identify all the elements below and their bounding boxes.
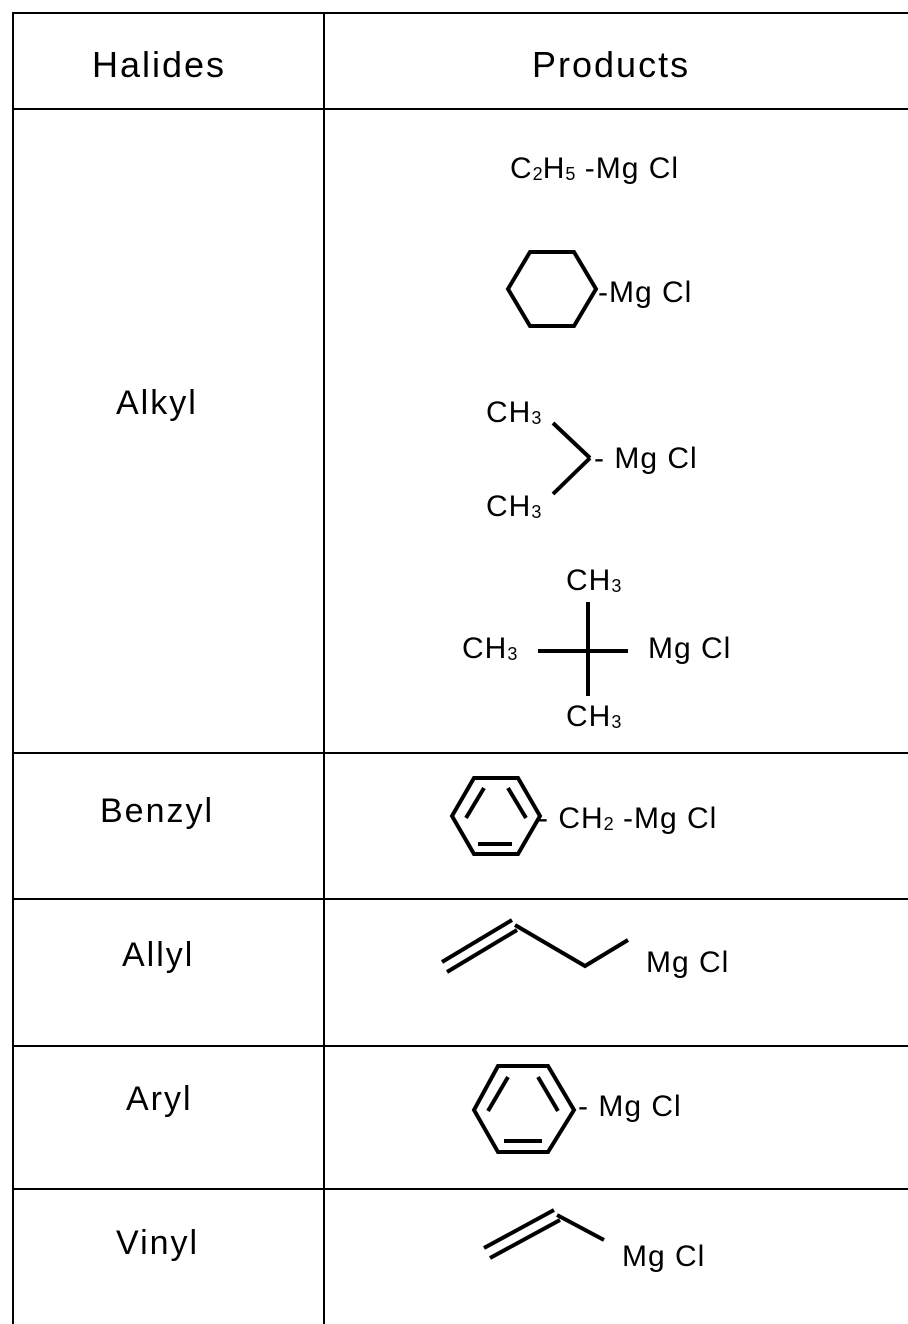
allyl-chain bbox=[513, 923, 630, 969]
vinyl-bond bbox=[556, 1213, 605, 1242]
halide-benzyl: Benzyl bbox=[100, 792, 215, 830]
row-divider-aryl bbox=[12, 1188, 908, 1190]
benzene-ring-benzyl bbox=[449, 776, 543, 856]
halide-aryl: Aryl bbox=[126, 1080, 193, 1118]
row-divider-benzyl bbox=[12, 898, 908, 900]
product-ethyl-magnesium-chloride: C2H5 -Mg Cl bbox=[510, 152, 680, 185]
row-divider-alkyl bbox=[12, 752, 908, 754]
vinyl-mgcl-label: Mg Cl bbox=[622, 1240, 706, 1273]
allyl-double-bond-b bbox=[445, 928, 519, 974]
isopropyl-ch3-top: CH3 bbox=[486, 396, 542, 429]
tbutyl-mgcl-label: Mg Cl bbox=[648, 632, 732, 665]
aryl-mgcl-label: - Mg Cl bbox=[578, 1090, 682, 1123]
benzene-ring-aryl bbox=[471, 1064, 577, 1154]
product-cyclohexyl-label: -Mg Cl bbox=[598, 276, 693, 309]
vinyl-double-bond-a bbox=[483, 1208, 555, 1250]
header-halides: Halides bbox=[92, 44, 227, 85]
aryl-inner-bond-3 bbox=[486, 1075, 510, 1113]
table-border-top bbox=[12, 12, 908, 14]
benzyl-product-label: - CH2 -Mg Cl bbox=[538, 802, 718, 835]
tbutyl-ch3-top: CH3 bbox=[566, 564, 622, 597]
row-divider-allyl bbox=[12, 1045, 908, 1047]
vinyl-double-bond-b bbox=[489, 1218, 561, 1260]
cyclohexane-ring bbox=[505, 250, 599, 328]
benzyl-inner-bond-1 bbox=[506, 786, 528, 820]
tbutyl-ch3-bottom: CH3 bbox=[566, 700, 622, 733]
benzyl-inner-bond-3 bbox=[464, 786, 486, 820]
isopropyl-ch3-bottom: CH3 bbox=[486, 490, 542, 523]
allyl-mgcl-label: Mg Cl bbox=[646, 946, 730, 979]
allyl-double-bond-a bbox=[440, 918, 514, 964]
column-divider bbox=[323, 12, 325, 1324]
aryl-inner-bond-1 bbox=[536, 1075, 560, 1113]
halide-vinyl: Vinyl bbox=[116, 1224, 200, 1262]
isopropyl-mgcl-label: - Mg Cl bbox=[594, 442, 698, 475]
row-divider-header bbox=[12, 108, 908, 110]
isopropyl-bond-lower bbox=[551, 456, 592, 496]
tbutyl-ch3-left: CH3 bbox=[462, 632, 518, 665]
halide-allyl: Allyl bbox=[122, 936, 195, 974]
header-products: Products bbox=[532, 44, 691, 85]
halide-alkyl: Alkyl bbox=[116, 384, 198, 422]
table-border-left bbox=[12, 12, 14, 1324]
isopropyl-bond-upper bbox=[551, 421, 592, 460]
